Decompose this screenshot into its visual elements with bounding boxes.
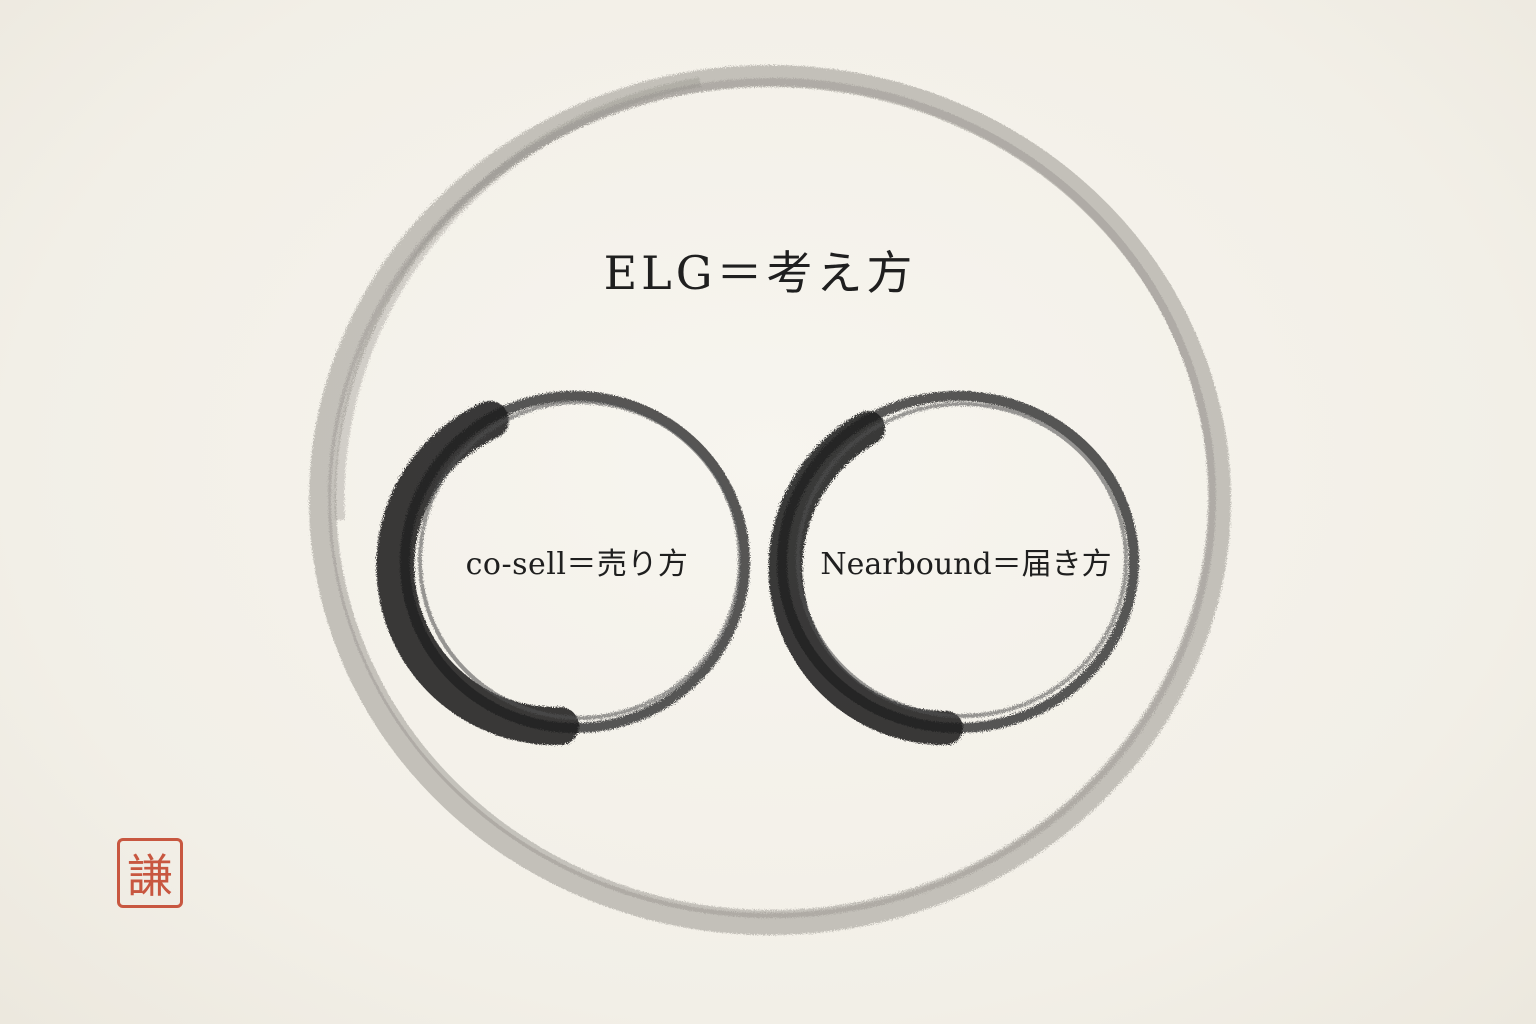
diagram-title: ELG＝考え方 xyxy=(603,246,917,300)
outer-circle xyxy=(309,65,1231,935)
right-circle xyxy=(768,391,1139,746)
left-circle xyxy=(376,391,750,746)
red-seal-stamp: 謙 xyxy=(117,838,183,908)
right-circle-label: Nearbound＝届き方 xyxy=(820,547,1112,582)
left-circle-label: co-sell＝売り方 xyxy=(465,547,689,582)
seal-glyph: 謙 xyxy=(127,849,173,903)
